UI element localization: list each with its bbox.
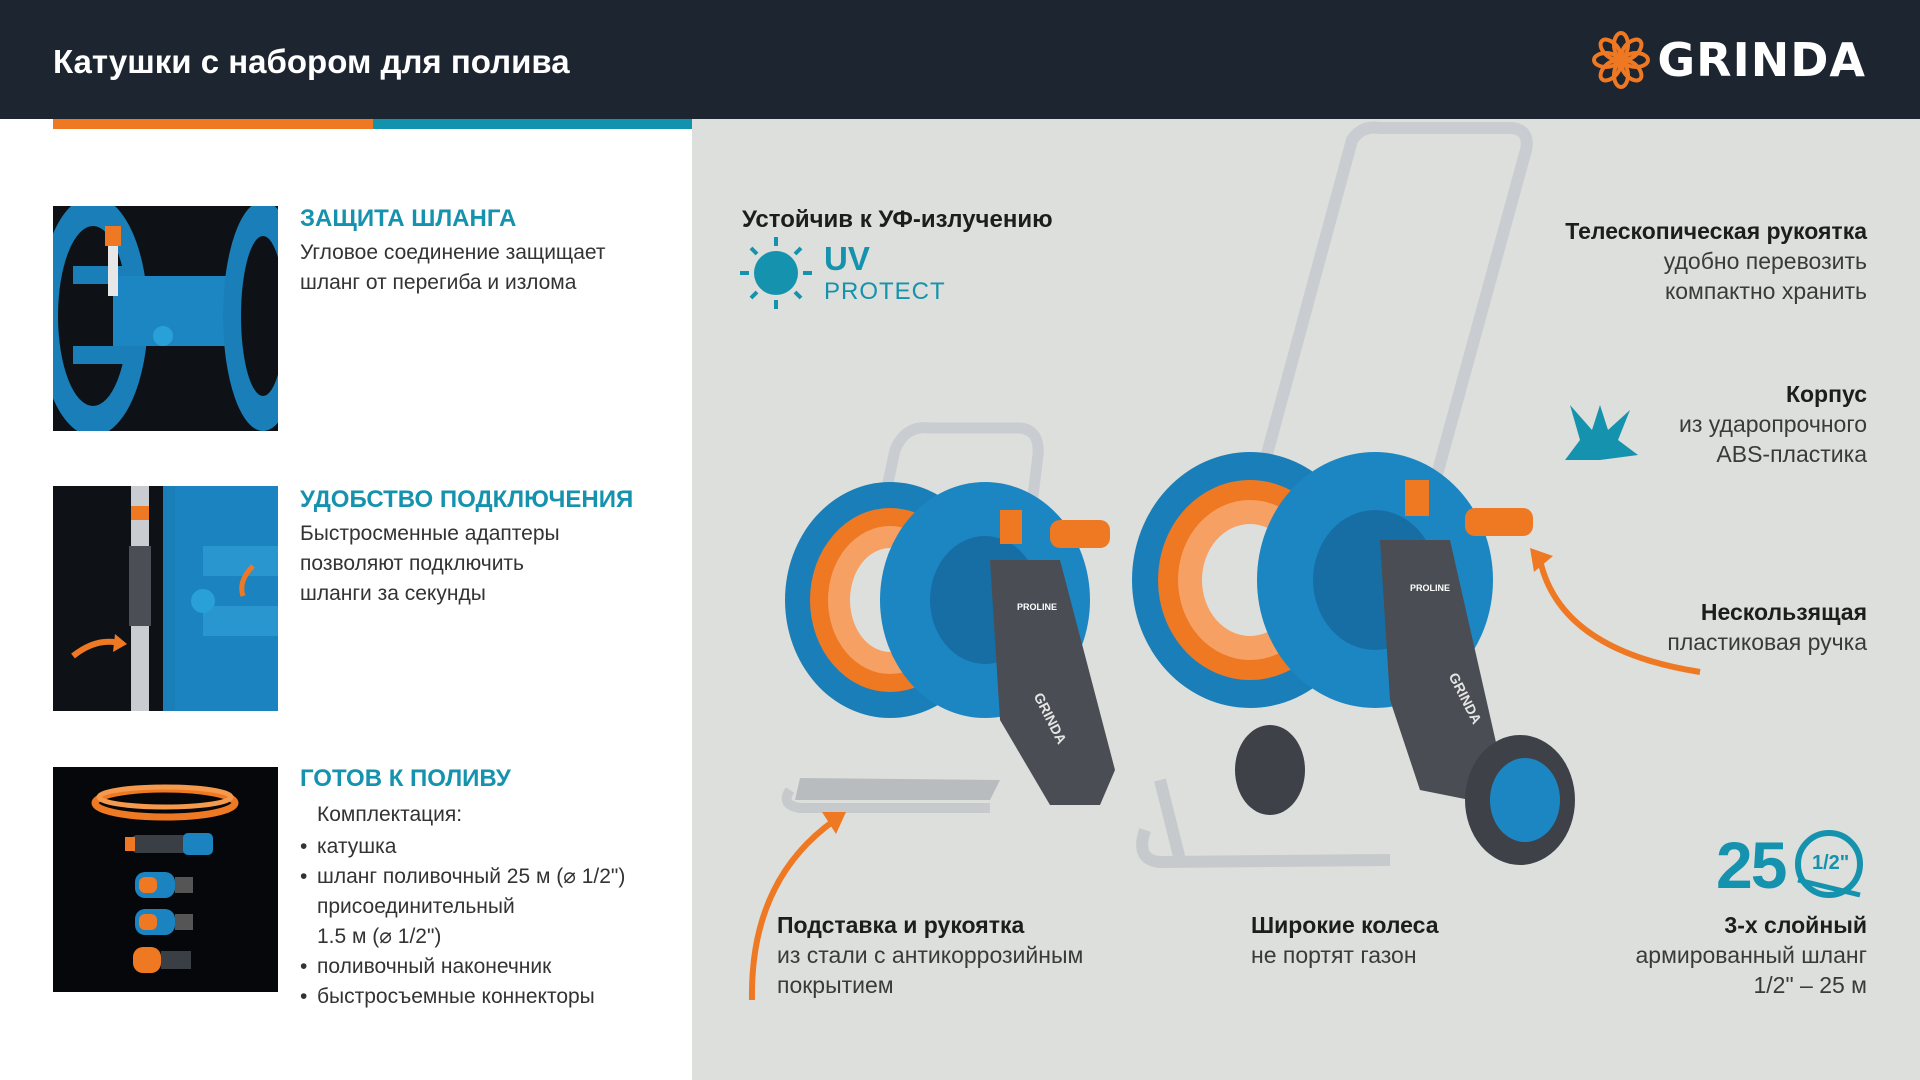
feature-title-connection: УДОБСТВО ПОДКЛЮЧЕНИЯ bbox=[300, 486, 634, 513]
accent-bar-orange bbox=[53, 119, 373, 129]
callout-line: не портят газон bbox=[1251, 942, 1417, 968]
arrow-icon bbox=[1537, 559, 1701, 675]
thumbnail-hose-protection bbox=[53, 206, 278, 431]
reel-hub-label: PROLINE bbox=[1410, 583, 1451, 593]
kit-list: катушка шланг поливочный 25 м (⌀ 1/2") п… bbox=[300, 832, 625, 1012]
callout-line: покрытием bbox=[777, 972, 894, 998]
logo-text: GRINDA bbox=[1657, 33, 1866, 87]
callout-title: Корпус bbox=[1785, 381, 1867, 407]
accent-bar-teal bbox=[373, 119, 692, 129]
arrow-icon bbox=[748, 817, 837, 1001]
badge-circle-icon bbox=[1795, 830, 1863, 898]
feature-line: позволяют подключить bbox=[300, 552, 524, 575]
uv-word: UV bbox=[824, 240, 870, 277]
callout-line: компактно хранить bbox=[1664, 278, 1867, 304]
callout-title: Нескользящая bbox=[1700, 599, 1867, 625]
kit-label: Комплектация: bbox=[317, 803, 463, 826]
page-title: Катушки с набором для полива bbox=[53, 43, 570, 80]
callout-wheels: Широкие колеса не портят газон bbox=[1251, 910, 1439, 970]
callout-grip: Нескользящая пластиковая ручка bbox=[1667, 597, 1867, 657]
large-reel-cart bbox=[1132, 121, 1575, 869]
callout-handle: Телескопическая рукоятка удобно перевози… bbox=[1565, 216, 1867, 306]
feature-line: Угловое соединение защищает bbox=[300, 241, 606, 264]
callout-body: Корпус из ударопрочного ABS-пластика bbox=[1679, 379, 1867, 469]
small-reel bbox=[781, 422, 1115, 813]
badge-length: 25 bbox=[1716, 828, 1787, 902]
list-item: быстросъемные коннекторы bbox=[300, 982, 625, 1012]
badge-fraction: 1/2" bbox=[1812, 852, 1850, 874]
callout-line: армированный шланг bbox=[1635, 942, 1867, 968]
callout-line: удобно перевозить bbox=[1663, 248, 1867, 274]
list-item-continued: 1.5 м (⌀ 1/2") bbox=[317, 925, 442, 948]
callout-stand: Подставка и рукоятка из стали с антикорр… bbox=[777, 910, 1083, 1000]
uv-protect: PROTECT bbox=[824, 278, 946, 305]
callout-line: пластиковая ручка bbox=[1667, 629, 1867, 655]
feature-title-ready: ГОТОВ К ПОЛИВУ bbox=[300, 765, 511, 792]
thumbnail-kit bbox=[53, 767, 278, 992]
feature-line: шланг от перегиба и излома bbox=[300, 271, 577, 294]
list-item: поливочный наконечник bbox=[300, 952, 625, 982]
impact-icon bbox=[1565, 405, 1638, 460]
reel-hub-label: PROLINE bbox=[1017, 602, 1058, 612]
uv-title: Устойчив к УФ-излучению bbox=[742, 206, 1053, 233]
list-item: катушка bbox=[300, 832, 625, 862]
callout-title: Телескопическая рукоятка bbox=[1565, 218, 1867, 244]
feature-line: шланги за секунды bbox=[300, 582, 486, 605]
feature-text-hose-protection: Угловое соединение защищает шланг от пер… bbox=[300, 238, 605, 298]
list-item: шланг поливочный 25 м (⌀ 1/2") bbox=[300, 862, 625, 892]
feature-title-hose-protection: ЗАЩИТА ШЛАНГА bbox=[300, 205, 517, 232]
callout-line: из ударопрочного bbox=[1679, 411, 1867, 437]
callout-line: 1/2" – 25 м bbox=[1753, 972, 1868, 998]
list-item-continued: присоединительный bbox=[317, 895, 515, 918]
feature-text-connection: Быстросменные адаптеры позволяют подключ… bbox=[300, 519, 560, 609]
arrow-icon bbox=[1530, 548, 1553, 572]
callout-line: из стали с антикоррозийным bbox=[777, 942, 1084, 968]
flower-logo-icon bbox=[1592, 31, 1651, 89]
feature-line: Быстросменные адаптеры bbox=[300, 522, 560, 545]
callout-title: Широкие колеса bbox=[1251, 912, 1439, 938]
header-bar: Катушки с набором для полива GRINDA bbox=[0, 0, 1920, 119]
thumbnail-connection bbox=[53, 486, 278, 711]
sun-icon bbox=[740, 237, 812, 309]
callout-hose: 3-х слойный армированный шланг 1/2" – 25… bbox=[1635, 910, 1867, 1000]
callout-line: ABS-пластика bbox=[1716, 441, 1867, 467]
callout-title: 3-х слойный bbox=[1724, 912, 1867, 938]
arrow-icon bbox=[822, 812, 846, 834]
callout-title: Подставка и рукоятка bbox=[777, 912, 1025, 938]
brand-logo: GRINDA bbox=[1591, 28, 1866, 92]
